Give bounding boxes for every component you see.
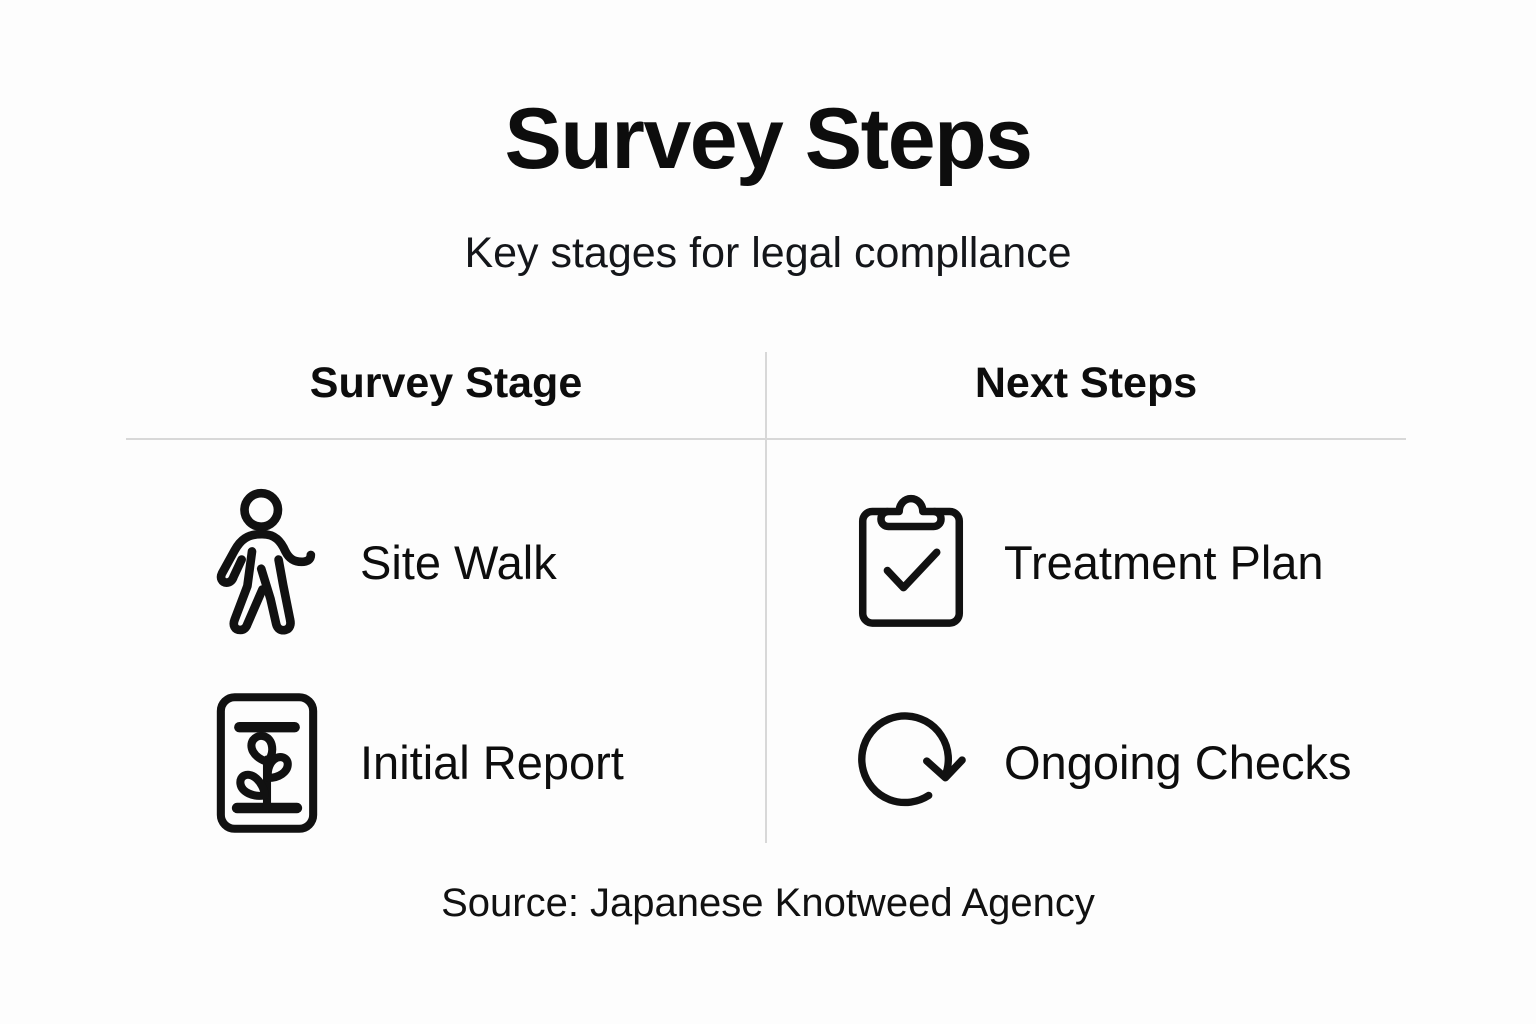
list-item: Initial Report — [208, 682, 748, 844]
page-subtitle: Key stages for legal compllance — [464, 229, 1072, 277]
list-item-label: Treatment Plan — [1004, 536, 1324, 590]
list-item: Treatment Plan — [852, 478, 1412, 648]
page-title: Survey Steps — [504, 91, 1033, 187]
list-item: Ongoing Checks — [852, 682, 1412, 844]
list-item-label: Ongoing Checks — [1004, 736, 1352, 790]
list-item-label: Site Walk — [360, 536, 557, 590]
list-item: Site Walk — [208, 478, 748, 648]
source-caption: Source: Japanese Knotweed Agency — [441, 881, 1095, 925]
list-item-label: Initial Report — [360, 736, 624, 790]
column-header-survey-stage: Survey Stage — [309, 359, 583, 407]
column-header-next-steps: Next Steps — [974, 359, 1198, 407]
circular-arrow-refresh-icon — [852, 688, 970, 838]
column-divider-vertical — [765, 352, 767, 843]
document-plant-icon — [208, 688, 326, 838]
clipboard-check-icon — [852, 488, 970, 638]
walking-person-icon — [208, 488, 326, 638]
